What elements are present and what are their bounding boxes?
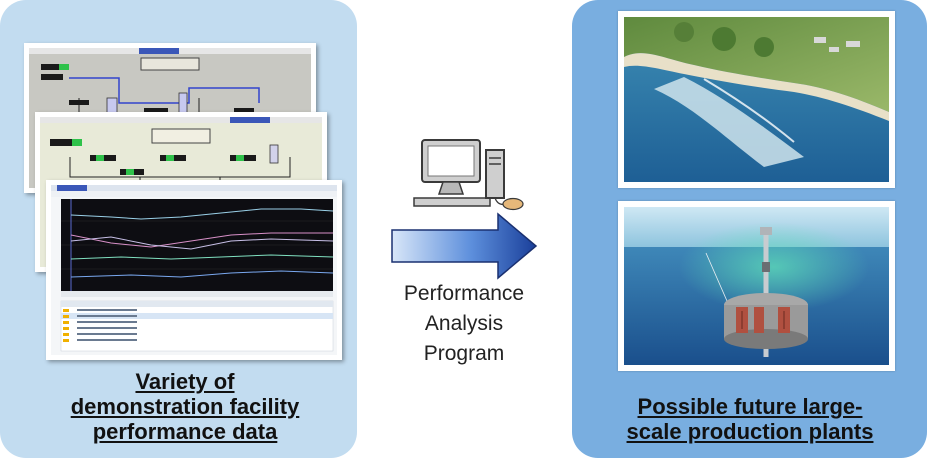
left-caption-line-1: Variety of: [135, 369, 235, 394]
coastal-aerial-image: [624, 17, 889, 182]
program-label-line-2: Analysis: [424, 312, 504, 335]
offshore-structure-image: [624, 207, 889, 365]
left-caption-line-2: demonstration facility: [70, 394, 300, 419]
left-panel-caption: Variety of demonstration facility perfor…: [40, 369, 330, 444]
program-label-line-1: Performance: [403, 282, 525, 305]
program-label-line-3: Program: [423, 342, 505, 365]
right-panel-caption: Possible future large- scale production …: [600, 394, 900, 444]
computer-icon: [413, 139, 524, 211]
flow-arrow: [391, 212, 538, 280]
left-caption-line-3: performance data: [92, 419, 278, 444]
coastal-plant-illustration: [618, 11, 895, 188]
right-caption-line-1: Possible future large-: [637, 394, 863, 419]
offshore-plant-illustration: [618, 201, 895, 371]
performance-analysis-program-label: Performance Analysis Program: [380, 279, 548, 369]
trend-chart-image: [51, 185, 337, 355]
right-caption-line-2: scale production plants: [626, 419, 874, 444]
screenshot-trend-chart: [46, 180, 342, 360]
